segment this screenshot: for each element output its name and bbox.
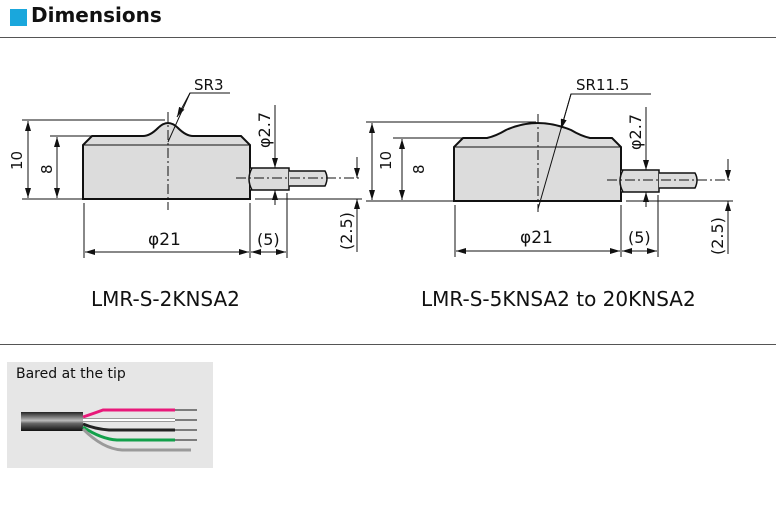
dimension-drawings: SR3 10 8 φ21 (5) φ2.7 (2.5) SR11.5 10 8 …: [8, 76, 733, 258]
divider: [0, 344, 776, 345]
body-height-label: 8: [410, 164, 428, 174]
drawing-lmr-s-2knsa2: [22, 92, 362, 258]
model-caption: LMR-S-2KNSA2: [91, 287, 240, 311]
section-header: Dimensions: [0, 0, 776, 38]
cable-diameter-label: φ2.7: [626, 114, 645, 150]
sr-label: SR3: [194, 76, 224, 94]
diameter-label: φ21: [148, 230, 181, 250]
height-label: 10: [377, 151, 395, 170]
cable-wires-illustration: [21, 408, 197, 452]
diameter-label: φ21: [520, 228, 553, 248]
cable-diameter-label: φ2.7: [255, 112, 274, 148]
cable-offset-label: (2.5): [337, 212, 356, 250]
height-label: 10: [8, 151, 26, 170]
drawing-lmr-s-5knsa2: [366, 93, 733, 257]
cable-length-label: (5): [628, 228, 651, 247]
model-caption: LMR-S-5KNSA2 to 20KNSA2: [421, 287, 696, 311]
cable-tip-box: Bared at the tip: [7, 362, 213, 468]
sr-label: SR11.5: [576, 76, 629, 94]
section-marker-icon: [10, 9, 27, 26]
cable-offset-label: (2.5): [708, 217, 727, 255]
section-title: Dimensions: [31, 3, 162, 27]
body-height-label: 8: [38, 164, 56, 174]
cable-length-label: (5): [257, 230, 280, 249]
cable-tip-label: Bared at the tip: [16, 366, 126, 382]
